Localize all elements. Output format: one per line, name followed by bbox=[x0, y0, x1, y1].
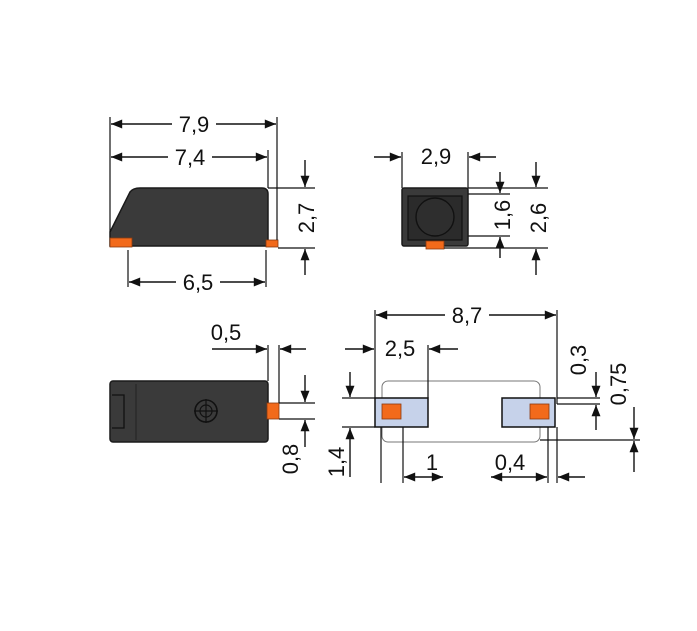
front-view bbox=[374, 152, 548, 275]
bottom-view-contact bbox=[266, 402, 280, 420]
dim-front-inner-height: 1,6 bbox=[490, 200, 515, 231]
side-view-right-contact bbox=[265, 239, 279, 248]
dim-footprint-offset-small: 0,3 bbox=[566, 345, 591, 376]
dim-side-overall-length: 7,9 bbox=[179, 112, 210, 137]
front-view-contact bbox=[425, 240, 445, 250]
dim-side-height: 2,7 bbox=[294, 203, 319, 234]
dim-footprint-overall: 8,7 bbox=[452, 303, 483, 328]
dim-bottom-pin-height: 0,8 bbox=[278, 444, 303, 475]
dim-footprint-gap: 1 bbox=[426, 450, 438, 475]
dim-front-width: 2,9 bbox=[421, 144, 452, 169]
bottom-view-body bbox=[109, 380, 269, 443]
bottom-view bbox=[109, 344, 315, 447]
footprint-left-contact bbox=[381, 403, 402, 420]
dim-front-height: 2,6 bbox=[526, 203, 551, 234]
footprint-right-contact bbox=[529, 403, 550, 420]
dim-footprint-pad-width: 2,5 bbox=[385, 336, 416, 361]
side-view-left-contact bbox=[109, 237, 133, 248]
side-view-body bbox=[109, 187, 269, 247]
front-view-screw-opening bbox=[415, 197, 455, 237]
dim-footprint-pad-spacing: 0,4 bbox=[495, 450, 526, 475]
dim-footprint-pad-height: 1,4 bbox=[324, 447, 349, 478]
dim-side-body-length: 7,4 bbox=[175, 145, 206, 170]
dim-bottom-protrusion: 0,5 bbox=[211, 320, 242, 345]
dim-footprint-offset-large: 0,75 bbox=[606, 363, 631, 406]
dim-side-bottom-length: 6,5 bbox=[183, 270, 214, 295]
side-view bbox=[109, 117, 315, 287]
